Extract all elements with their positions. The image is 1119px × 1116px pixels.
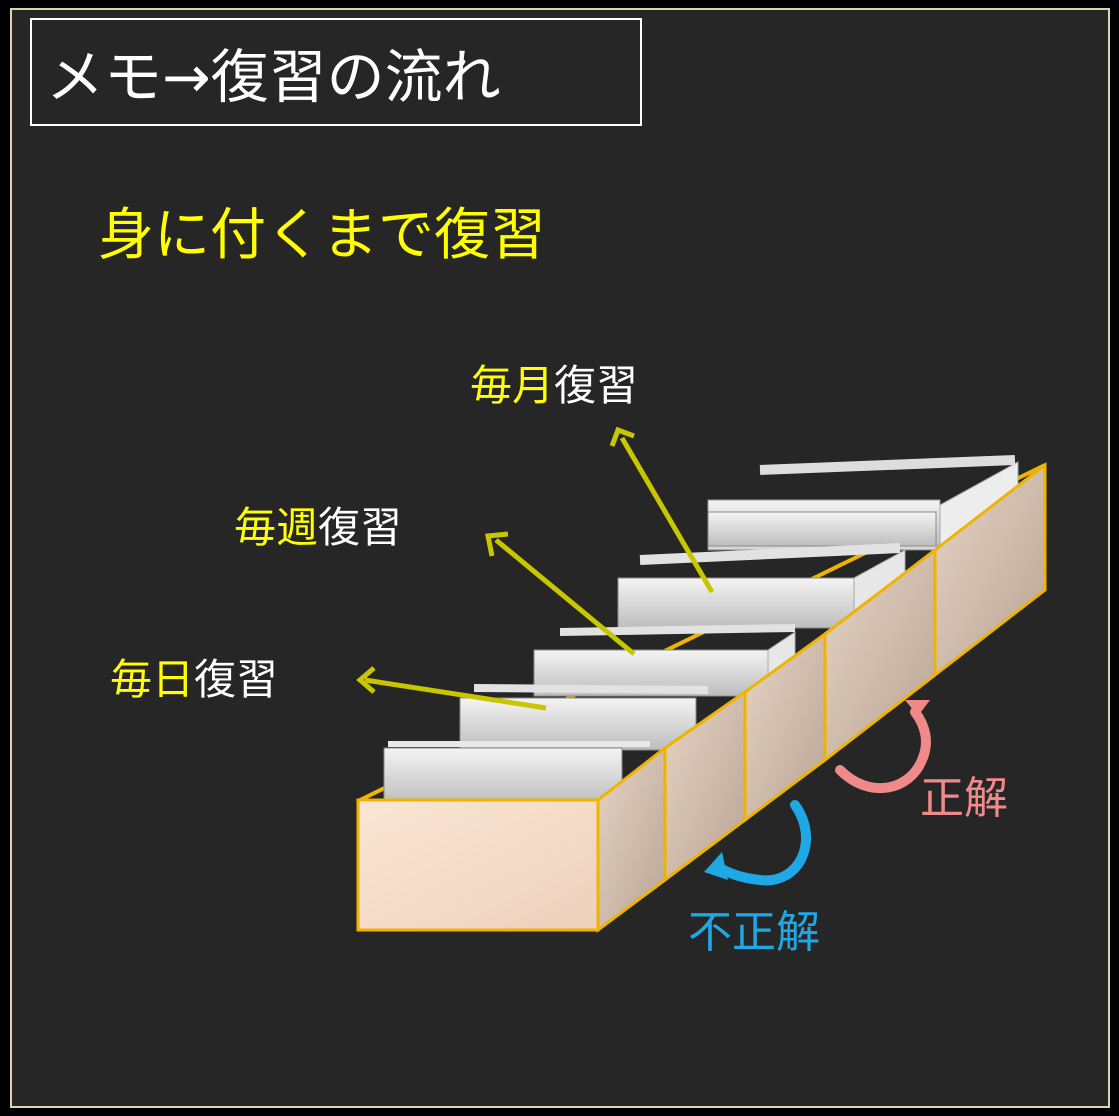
monthly-cards xyxy=(707,511,937,547)
incorrect-arrow xyxy=(704,800,811,886)
box-front xyxy=(356,798,600,932)
label-incorrect: 不正解 xyxy=(688,907,820,958)
title-text: メモ→復習の流れ xyxy=(46,43,501,111)
correct-arrow xyxy=(835,700,931,793)
compartment-daily xyxy=(383,741,650,805)
label-weekly-review: 毎週復習 xyxy=(234,503,403,552)
page-title: メモ→復習の流れ xyxy=(30,18,642,126)
label-correct: 正解 xyxy=(920,773,1008,824)
label-monthly-review: 毎月復習 xyxy=(470,361,639,410)
compartment-2 xyxy=(459,684,709,751)
box-side xyxy=(596,461,1047,933)
subtitle: 身に付くまで復習 xyxy=(98,203,546,268)
label-arrows xyxy=(356,426,715,711)
label-daily-review: 毎日復習 xyxy=(110,655,279,704)
